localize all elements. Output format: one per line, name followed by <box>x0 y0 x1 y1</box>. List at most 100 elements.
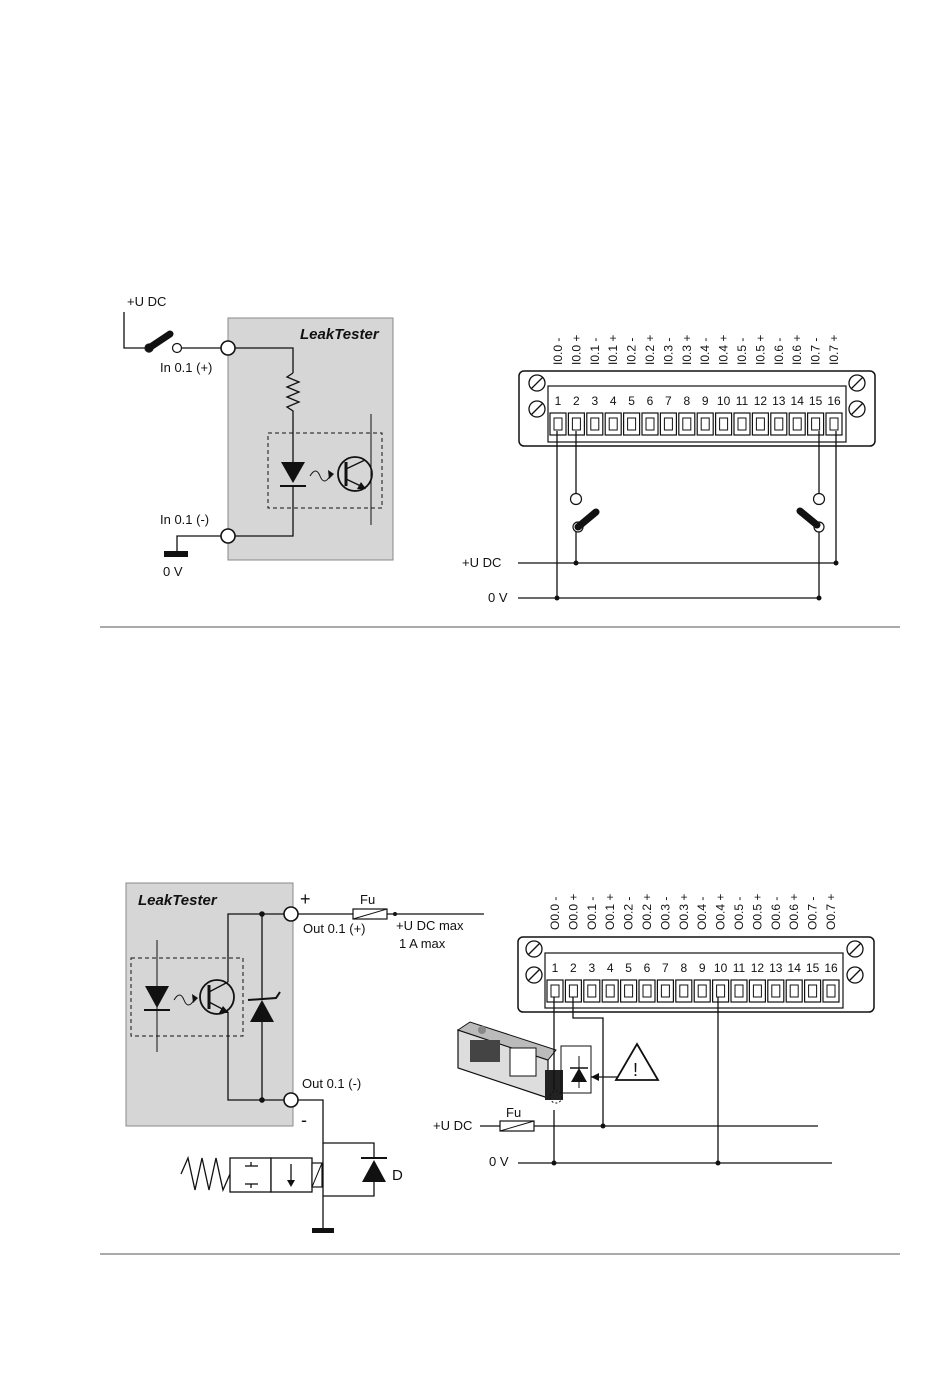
terminal-screw-slot <box>568 984 578 998</box>
terminal-screw-slot <box>697 984 707 998</box>
terminal-signal-label: O0.6 - <box>769 897 783 930</box>
out-plus-label: Out 0.1 (+) <box>303 921 366 936</box>
terminal-screw-slot <box>755 417 765 431</box>
output-terminal-block <box>517 936 875 1013</box>
terminal-screw-slot <box>663 417 673 431</box>
leaktester-title-output: LeakTester <box>138 892 218 909</box>
terminal-screw-slot <box>660 984 670 998</box>
terminal-signal-label: O0.5 - <box>732 897 746 930</box>
out-minus-sign: - <box>301 1110 307 1130</box>
input-supply-label: +U DC <box>127 294 166 309</box>
terminal-number: 10 <box>714 961 728 975</box>
terminal-screw-slot <box>826 984 836 998</box>
input-diagram: LeakTester +U DC In 0.1 (+) <box>123 294 876 605</box>
screw-output-icon <box>525 940 864 984</box>
terminal-screw-slot <box>605 984 615 998</box>
ground-icon-input <box>164 551 188 557</box>
terminal-signal-label: O0.1 + <box>603 894 617 930</box>
phototransistor-output-icon <box>199 979 235 1015</box>
terminal-screw-slot <box>752 984 762 998</box>
terminal-number: 14 <box>791 394 805 408</box>
input-switch-icon <box>144 330 183 354</box>
terminal-number: 1 <box>555 394 562 408</box>
terminal-signal-label: O0.3 - <box>658 897 672 930</box>
input-bus-zero-label: 0 V <box>488 590 508 605</box>
terminal-signal-label: I0.7 + <box>827 335 841 365</box>
terminal-screw-slot <box>811 417 821 431</box>
supply-max-label: +U DC max <box>396 918 464 933</box>
terminal-screw-slot <box>627 417 637 431</box>
terminal-number: 15 <box>806 961 820 975</box>
terminal-screw-slot <box>734 984 744 998</box>
input-bus-plus-label: +U DC <box>462 555 501 570</box>
resistor-icon <box>285 372 301 436</box>
terminal-signal-label: I0.1 - <box>588 338 602 365</box>
diode-d-label: D <box>392 1167 403 1184</box>
terminal-number: 2 <box>570 961 577 975</box>
current-max-label: 1 A max <box>399 936 446 951</box>
leaktester-box-input <box>227 317 394 561</box>
terminal-signal-label: I0.3 - <box>661 338 675 365</box>
terminal-signal-label: I0.1 + <box>606 335 620 365</box>
in-minus-label: In 0.1 (-) <box>160 512 209 527</box>
terminal-screw-slot <box>771 984 781 998</box>
terminal-screw-slot <box>550 984 560 998</box>
terminal-signal-label: O0.6 + <box>787 894 801 930</box>
terminal-signal-label: I0.6 + <box>790 335 804 365</box>
terminal-screw-slot <box>808 984 818 998</box>
terminal-number: 11 <box>736 394 749 408</box>
terminal-in-plus <box>220 340 236 356</box>
terminal-screw-slot <box>792 417 802 431</box>
terminal-screw-slot <box>553 417 563 431</box>
terminal-screw-slot <box>571 417 581 431</box>
terminal-screw-slot <box>642 984 652 998</box>
terminal-signal-label: I0.4 + <box>717 335 731 365</box>
fuse-label: Fu <box>360 892 375 907</box>
terminal-screw-slot <box>590 417 600 431</box>
terminal-signal-label: I0.2 + <box>643 335 657 365</box>
input-ground-label: 0 V <box>163 564 183 579</box>
terminal-number: 8 <box>683 394 690 408</box>
terminal-in-minus <box>220 528 236 544</box>
freewheel-diode-icon <box>361 1157 387 1182</box>
terminal-signal-label: I0.2 - <box>625 338 639 365</box>
valve-picture-icon <box>456 1021 563 1104</box>
terminal-screw-slot <box>608 417 618 431</box>
terminal-number: 4 <box>610 394 617 408</box>
terminal-signal-label: I0.5 + <box>753 335 767 365</box>
terminal-out-plus <box>283 906 299 922</box>
terminal-number: 14 <box>788 961 802 975</box>
terminal-screw-slot <box>719 417 729 431</box>
terminal-number: 1 <box>552 961 559 975</box>
terminal-signal-label: I0.3 + <box>680 335 694 365</box>
terminal-screw-slot <box>645 417 655 431</box>
terminal-number: 10 <box>717 394 731 408</box>
fuse-icon <box>352 908 388 920</box>
terminal-screw-slot <box>789 984 799 998</box>
terminal-number: 13 <box>772 394 786 408</box>
terminal-number: 7 <box>665 394 672 408</box>
terminal-screw-slot <box>700 417 710 431</box>
terminal-number: 16 <box>824 961 838 975</box>
terminal-signal-label: O0.4 - <box>695 897 709 930</box>
sensor-switch-right-icon <box>796 507 825 533</box>
bus-fuse-label: Fu <box>506 1105 521 1120</box>
input-terminal-block <box>518 370 876 447</box>
out-minus-label: Out 0.1 (-) <box>302 1076 361 1091</box>
screw-icon <box>528 374 866 418</box>
terminal-signal-label: O0.1 - <box>585 897 599 930</box>
solenoid-valve-icon <box>180 1155 323 1193</box>
terminal-screw-slot <box>829 417 839 431</box>
terminal-number: 13 <box>769 961 783 975</box>
terminal-signal-label: O0.2 - <box>622 897 636 930</box>
terminal-number: 5 <box>628 394 635 408</box>
terminal-signal-label: I0.0 - <box>551 338 565 365</box>
terminal-signal-label: I0.7 - <box>809 338 823 365</box>
bus-fuse-icon <box>499 1120 535 1132</box>
terminal-number: 6 <box>644 961 651 975</box>
terminal-signal-label: O0.0 - <box>548 897 562 930</box>
terminal-number: 11 <box>733 961 746 975</box>
terminal-signal-label: I0.6 - <box>772 338 786 365</box>
terminal-signal-label: O0.5 + <box>750 894 764 930</box>
